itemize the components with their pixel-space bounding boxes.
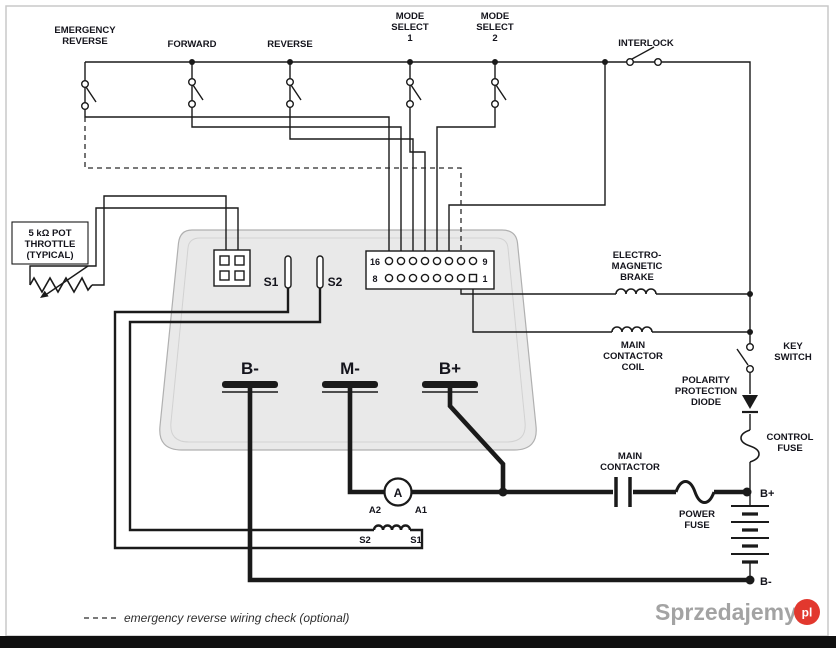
controller-s1-label: S1 [264, 275, 279, 289]
pin-16-label: 16 [370, 257, 380, 267]
wires-motor-field [113, 288, 424, 550]
electromagnetic-brake-label: ELECTRO- [613, 250, 662, 261]
main-contactor-coil-symbol [611, 326, 653, 333]
control-fuse-label-2: FUSE [777, 443, 802, 454]
emergency-reverse-label-2: REVERSE [62, 36, 107, 47]
control-fuse-label: CONTROL [767, 432, 814, 443]
motor-armature-symbol [383, 477, 413, 507]
forward-switch [187, 77, 204, 108]
interlock-label: INTERLOCK [618, 38, 674, 49]
terminal-b-minus-label: B- [241, 359, 259, 378]
key-switch-label: KEY [783, 341, 803, 352]
throttle-label-2: THROTTLE [25, 239, 76, 250]
interlock-switch [626, 46, 663, 67]
power-fuse-label: POWER [679, 509, 715, 520]
pin-1-label: 1 [482, 274, 487, 284]
polarity-diode-label-3: DIODE [691, 397, 721, 408]
watermark: Sprzedajemy pl [655, 599, 820, 625]
junction-dots [189, 59, 755, 585]
pin-connector-4 [213, 249, 251, 287]
main-contactor-coil-label-2: CONTACTOR [603, 351, 663, 362]
motor-armature-label: A [394, 486, 403, 500]
electromagnetic-brake-label-3: BRAKE [620, 272, 654, 283]
power-fuse-label-2: FUSE [684, 520, 709, 531]
watermark-red-circle [794, 599, 820, 625]
motor-a2-label: A2 [369, 505, 381, 516]
main-contactor-symbol [614, 477, 632, 507]
watermark-suffix: pl [802, 606, 813, 620]
reverse-label: REVERSE [267, 39, 312, 50]
throttle-label-box [11, 221, 89, 265]
electromagnetic-brake-label-2: MAGNETIC [612, 261, 663, 272]
polarity-diode-symbol [742, 395, 758, 414]
battery-negative-label: B- [760, 576, 772, 588]
power-fuse-symbol [674, 480, 716, 504]
control-fuse-symbol [740, 429, 760, 463]
mode-select-1-label-2: SELECT [391, 22, 429, 33]
mode-select-1-label-3: 1 [407, 33, 413, 44]
polarity-diode-label-2: PROTECTION [675, 386, 737, 397]
main-contactor-label: MAIN [618, 451, 642, 462]
terminal-b-plus-label: B+ [439, 359, 461, 378]
mode-select-1-label: MODE [396, 11, 425, 22]
key-switch-symbol [736, 343, 755, 374]
motor-a1-label: A1 [415, 505, 428, 516]
mode-select-2-label-2: SELECT [476, 22, 514, 33]
motor-field-s1-label: S1 [410, 535, 422, 546]
mode-select-2-label-3: 2 [492, 33, 497, 44]
terminal-m-minus-label: M- [340, 359, 360, 378]
motor-field-s2-label: S2 [359, 535, 371, 546]
legend: emergency reverse wiring check (optional… [84, 611, 349, 625]
controller-s2-label: S2 [328, 275, 343, 289]
pin-9-label: 9 [482, 257, 487, 267]
electromagnetic-brake-coil [615, 288, 657, 295]
terminal-bars [222, 381, 478, 393]
throttle-pot-symbol [29, 265, 93, 298]
emergency-reverse-label: EMERGENCY [54, 25, 116, 36]
battery-symbol [731, 505, 769, 564]
main-contactor-coil-label-3: COIL [622, 362, 645, 373]
controller-s2-terminal [316, 255, 324, 289]
key-switch-label-2: SWITCH [774, 352, 812, 363]
main-contactor-coil-label: MAIN [621, 340, 645, 351]
wire-emergency-reverse-check [84, 117, 462, 251]
watermark-text: Sprzedajemy [655, 599, 797, 625]
wires-power [247, 385, 748, 583]
throttle-label-3: (TYPICAL) [27, 250, 74, 261]
reverse-switch [286, 77, 302, 108]
mode-select-2-label: MODE [481, 11, 510, 22]
bottom-bar [0, 636, 836, 648]
throttle-label: 5 kΩ POT [29, 228, 72, 239]
battery-positive-label: B+ [760, 488, 774, 500]
emergency-reverse-switch [80, 79, 97, 110]
motor-field-coil [372, 524, 412, 531]
forward-label: FORWARD [168, 39, 217, 50]
mode-select-1-switch [406, 77, 422, 108]
main-contactor-label-2: CONTACTOR [600, 462, 660, 473]
polarity-diode-label: POLARITY [682, 375, 731, 386]
legend-text: emergency reverse wiring check (optional… [124, 611, 349, 625]
pin-connector-16 [365, 250, 495, 290]
pin-8-label: 8 [372, 274, 377, 284]
controller-s1-terminal [284, 255, 292, 289]
mode-select-2-switch [491, 77, 507, 108]
